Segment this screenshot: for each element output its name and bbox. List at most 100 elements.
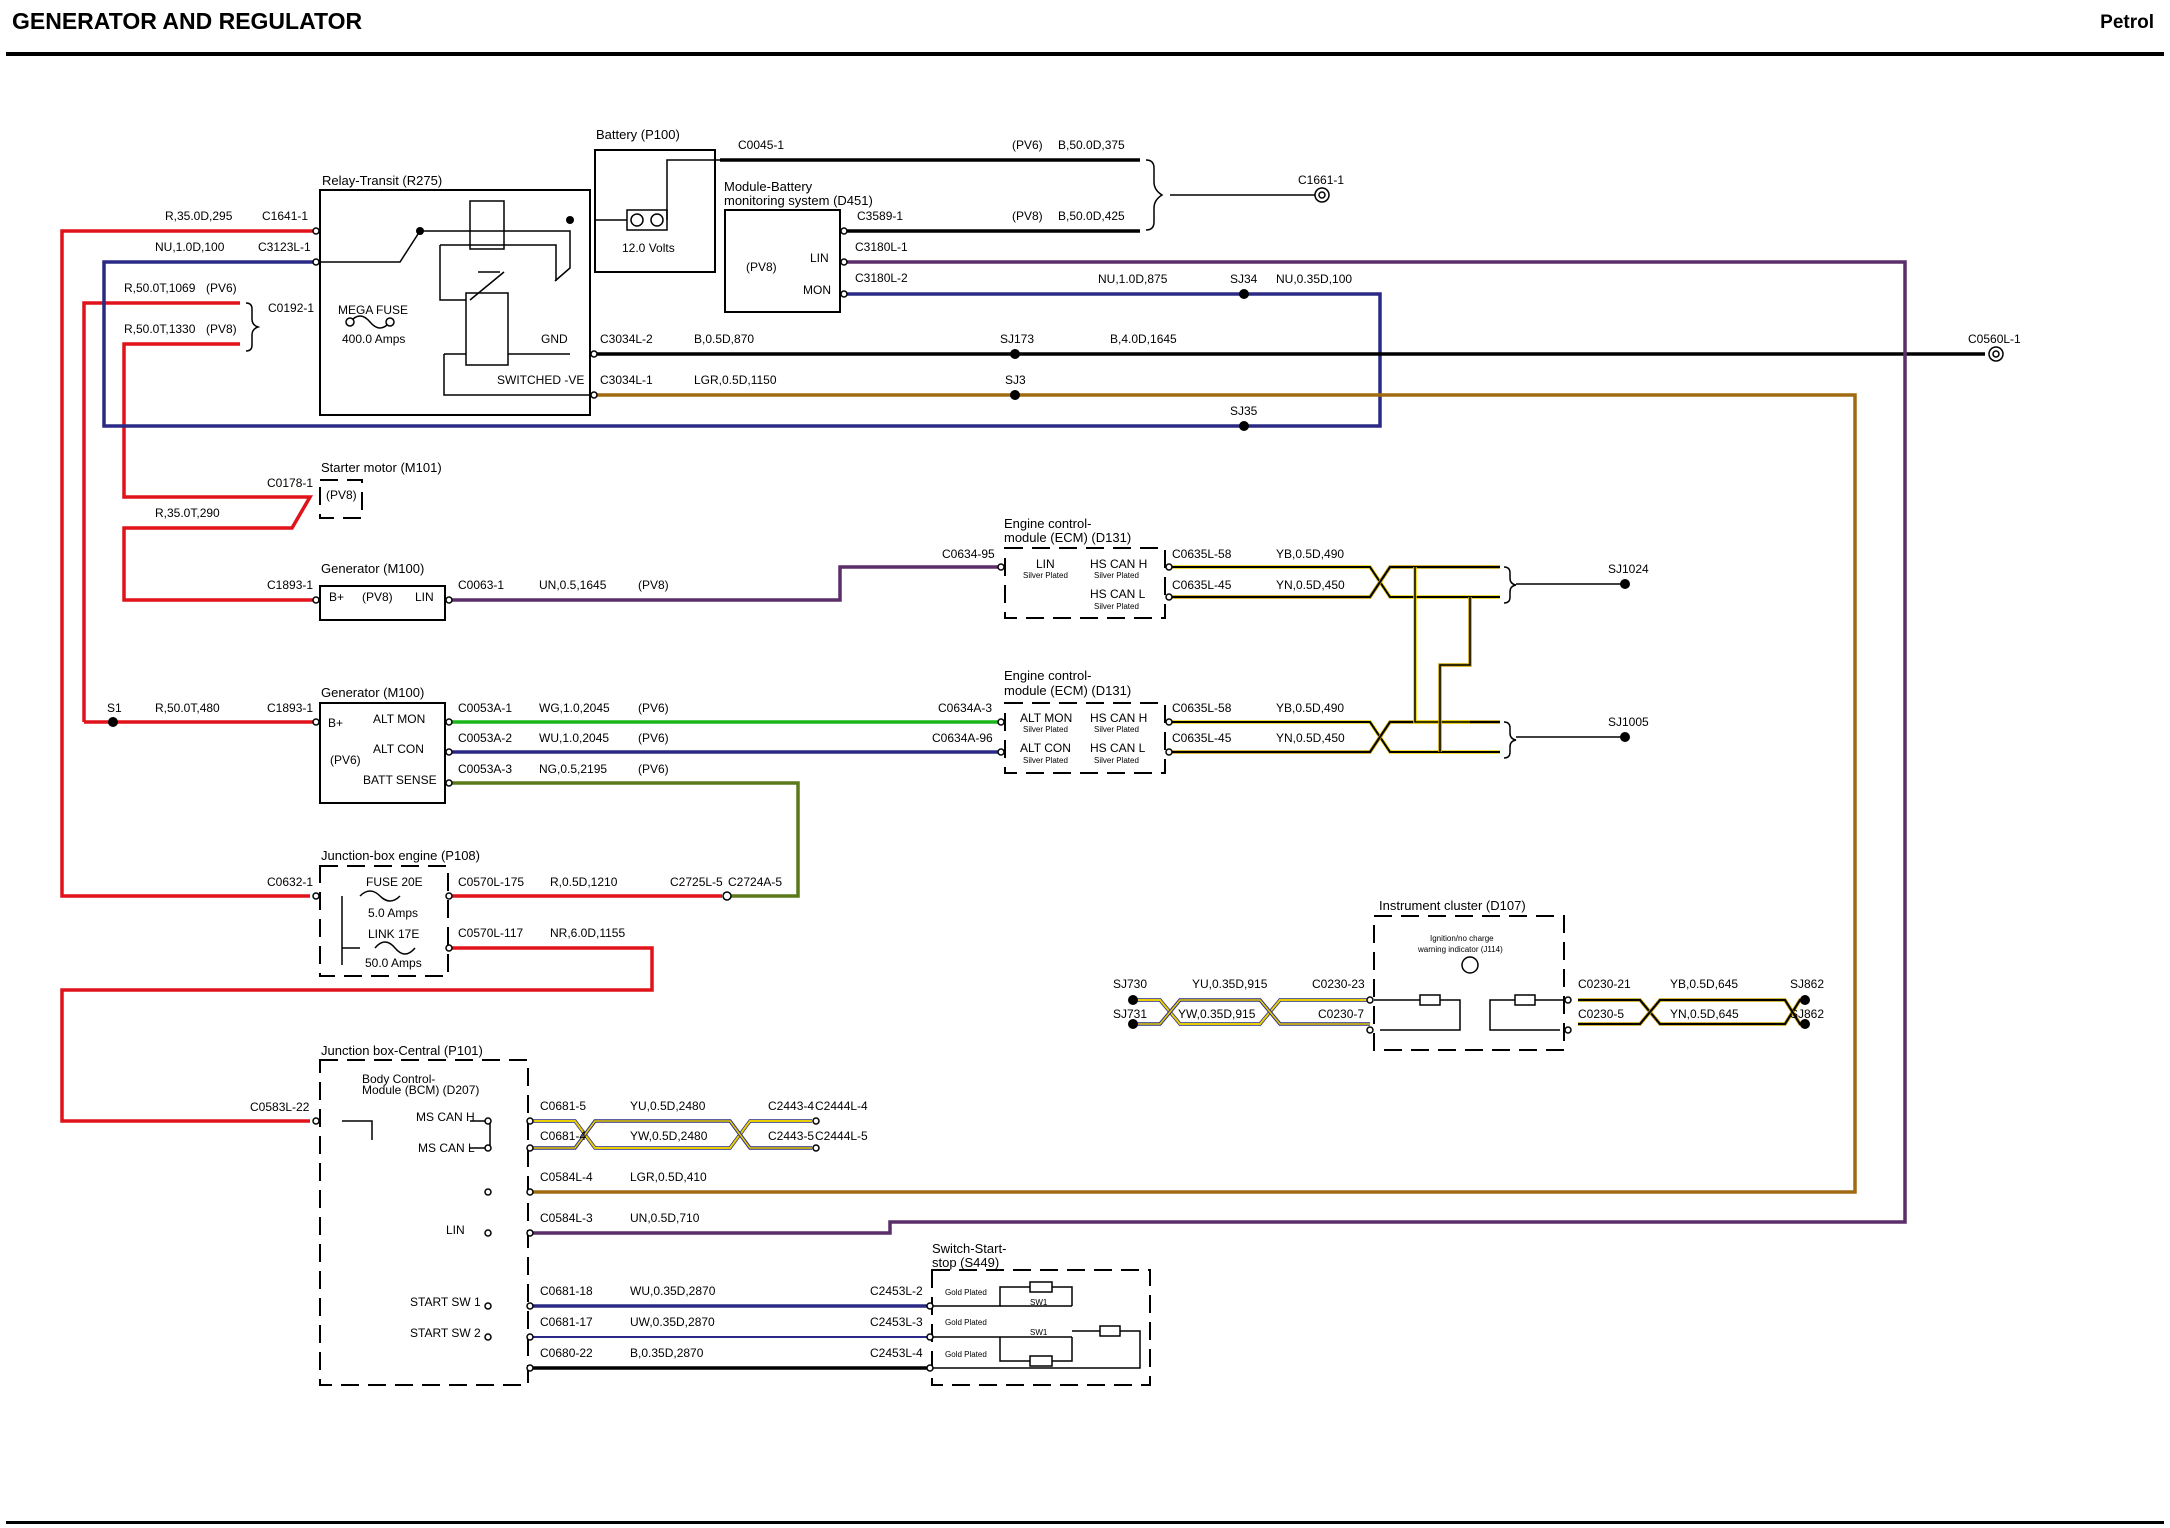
wires-w4pv-label: (PV8): [206, 322, 237, 336]
splices-sj35-label: SJ35: [1230, 404, 1258, 418]
ecm1-silver-1: Silver Plated: [1023, 571, 1068, 580]
connectors-c0634_95-label: C0634-95: [942, 547, 995, 561]
wires-w25-label: YW,0.35D,915: [1178, 1007, 1256, 1021]
ecm2-hsl: HS CAN L: [1090, 741, 1146, 755]
connector-pins: [312, 227, 1572, 1372]
connectors-c2725-label: C2725L-5: [670, 875, 723, 889]
connectors-c3034_2-label: C3034L-2: [600, 332, 653, 346]
connectors-c1641-label: C1641-1: [262, 209, 308, 223]
s1-dot: [108, 717, 118, 727]
connectors-c0634a_3-label: C0634A-3: [938, 701, 992, 715]
gen2-batt: BATT SENSE: [363, 773, 437, 787]
sss-box: [931, 1269, 1151, 1386]
ecm2-altmon: ALT MON: [1020, 711, 1072, 725]
ic-box: [1373, 915, 1565, 1051]
connectors-c1893_a-label: C1893-1: [267, 578, 313, 592]
splices-sj1024-label: SJ1024: [1608, 562, 1649, 576]
wires-w5pv-label: (PV6): [1012, 138, 1043, 152]
connectors-c0635_45b-label: C0635L-45: [1172, 731, 1232, 745]
connectors-c1661-label: C1661-1: [1298, 173, 1344, 187]
gen2-pv: (PV6): [330, 753, 361, 767]
jbc-msl: MS CAN L: [418, 1141, 475, 1155]
gen2-altmon: ALT MON: [373, 712, 425, 726]
can-link-ecm: [1413, 567, 1472, 752]
diagram-title: GENERATOR AND REGULATOR: [12, 8, 363, 34]
wire-nu1-100: [102, 260, 1382, 428]
wires-w19-label: NG,0.5,2195: [539, 762, 607, 776]
relay-amps: 400.0 Amps: [342, 332, 405, 346]
wires-w5-label: B,50.0D,375: [1058, 138, 1125, 152]
connectors-c0634a_96-label: C0634A-96: [932, 731, 993, 745]
sss-sw1-b: SW1: [1030, 1328, 1048, 1337]
gen2-box: [319, 702, 446, 804]
sss-gold-3: Gold Plated: [945, 1350, 987, 1359]
can-pair-ecm1: [1170, 565, 1500, 599]
wires: [60, 158, 1985, 1370]
splices-sj173-label: SJ173: [1000, 332, 1034, 346]
connectors-c0681_5-label: C0681-5: [540, 1099, 586, 1113]
sj862b-dot: [1800, 1019, 1810, 1029]
braces: [245, 159, 1625, 759]
jbe-link-amps: 50.0 Amps: [365, 956, 422, 970]
wires-w29-label: YW,0.5D,2480: [630, 1129, 708, 1143]
bms-title-2: monitoring system (D451): [724, 193, 873, 208]
connectors-c2453_4-label: C2453L-4: [870, 1346, 923, 1360]
wires-w21-label: YN,0.5D,450: [1276, 731, 1345, 745]
top-rule: [6, 52, 2164, 56]
bms-mon: MON: [803, 283, 831, 297]
component-labels: Relay-Transit (R275) MEGA FUSE 400.0 Amp…: [321, 127, 1526, 1359]
wires-w3-label: R,50.0T,1069: [124, 281, 196, 295]
connectors-c0230_5-label: C0230-5: [1578, 1007, 1624, 1021]
splice-labels: SJ34 SJ173 SJ3 SJ35 S1 SJ1024 SJ1005 SJ7…: [107, 272, 1824, 1021]
wires-w24-label: YU,0.35D,915: [1192, 977, 1268, 991]
battery-title: Battery (P100): [596, 127, 680, 142]
gen1-title: Generator (M100): [321, 561, 424, 576]
sj862a-dot: [1800, 995, 1810, 1005]
wires-w34-label: B,0.35D,2870: [630, 1346, 704, 1360]
gen1-bplus: B+: [329, 590, 344, 604]
gen2-bplus: B+: [328, 716, 343, 730]
jbc-box: [319, 1059, 529, 1386]
splices-sj730-label: SJ730: [1113, 977, 1147, 991]
connectors-c0570_175-label: C0570L-175: [458, 875, 524, 889]
wire-r35-295: [60, 229, 320, 898]
wires-w8-label: NU,0.35D,100: [1276, 272, 1352, 286]
connectors-c0230_21-label: C0230-21: [1578, 977, 1631, 991]
relay-fuse: MEGA FUSE: [338, 303, 408, 317]
battery-box: [594, 149, 716, 273]
connectors-c0584_4-label: C0584L-4: [540, 1170, 593, 1184]
sss-title-1: Switch-Start-: [932, 1241, 1006, 1256]
connectors-c0178-label: C0178-1: [267, 476, 313, 490]
wires-w16-label: R,50.0T,480: [155, 701, 220, 715]
ground-symbols: [722, 187, 2004, 901]
sj173-dot: [1010, 349, 1020, 359]
connectors-c3034_1-label: C3034L-1: [600, 373, 653, 387]
connectors-c0680_22-label: C0680-22: [540, 1346, 593, 1360]
wires-w20-label: YB,0.5D,490: [1276, 701, 1344, 715]
ecm1-title-2: module (ECM) (D131): [1004, 530, 1131, 545]
ic-title: Instrument cluster (D107): [1379, 898, 1526, 913]
relay-box: [319, 189, 591, 416]
wires-w10-label: B,4.0D,1645: [1110, 332, 1177, 346]
internal-details: [320, 159, 1564, 1369]
connectors-c0681_4-label: C0681-4: [540, 1129, 586, 1143]
wire-labels: R,35.0D,295 NU,1.0D,100 R,50.0T,1069 (PV…: [124, 138, 1739, 1360]
ecm2-silver-3: Silver Plated: [1023, 756, 1068, 765]
wires-w7-label: NU,1.0D,875: [1098, 272, 1168, 286]
connectors-c0230_7-label: C0230-7: [1318, 1007, 1364, 1021]
connectors-c2443_5-label: C2443-5: [768, 1129, 814, 1143]
ecm2-silver-1: Silver Plated: [1023, 725, 1068, 734]
splice-dots: [108, 289, 1810, 1029]
connectors-c0045-label: C0045-1: [738, 138, 784, 152]
connectors-c0583-label: C0583L-22: [250, 1100, 310, 1114]
sj731-dot: [1128, 1019, 1138, 1029]
splices-s1-label: S1: [107, 701, 122, 715]
sss-gold-1: Gold Plated: [945, 1288, 987, 1297]
connectors-c2453_3-label: C2453L-3: [870, 1315, 923, 1329]
wires-w31-label: UN,0.5D,710: [630, 1211, 700, 1225]
wire-nr6-1155: [60, 946, 654, 1123]
sj34-dot: [1239, 289, 1249, 299]
bms-title-1: Module-Battery: [724, 179, 813, 194]
bottom-rule: [6, 1521, 2164, 1524]
